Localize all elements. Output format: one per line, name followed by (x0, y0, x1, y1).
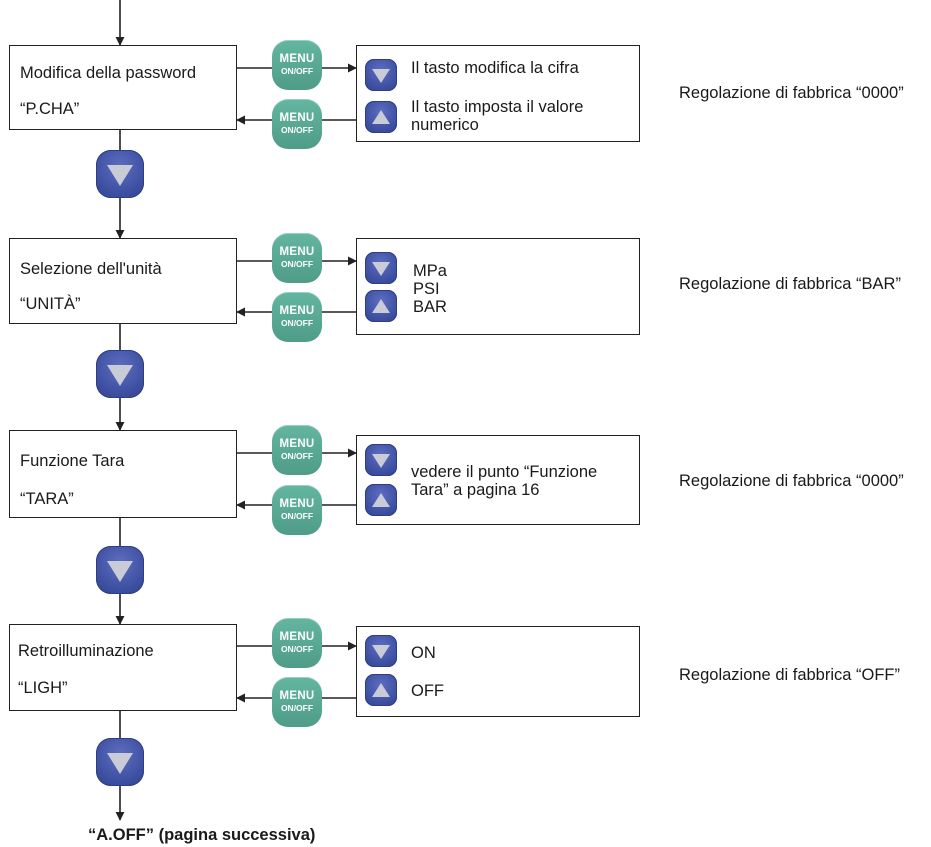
down-button[interactable] (96, 738, 144, 786)
menu-onoff-button[interactable]: MENU ON/OFF (272, 618, 322, 668)
step-title: Selezione dell'unità (20, 260, 162, 278)
menu-onoff-button[interactable]: MENU ON/OFF (272, 425, 322, 475)
onoff-label: ON/OFF (280, 703, 314, 713)
down-triangle-icon[interactable] (365, 252, 397, 284)
menu-label: MENU (279, 631, 315, 643)
option-text: Tara” a pagina 16 (411, 481, 540, 499)
menu-label: MENU (279, 53, 315, 65)
option-text: ON (411, 644, 436, 662)
onoff-label: ON/OFF (280, 451, 314, 461)
down-button[interactable] (96, 150, 144, 198)
option-text: vedere il punto “Funzione (411, 463, 598, 481)
down-triangle-icon[interactable] (365, 635, 397, 667)
step-box-tare: Funzione Tara “TARA” (9, 430, 237, 518)
factory-setting: Regolazione di fabbrica “OFF” (679, 666, 901, 684)
factory-setting: Regolazione di fabbrica “0000” (679, 84, 904, 102)
menu-label: MENU (279, 690, 315, 702)
step-box-unit: Selezione dell'unità “UNITÀ” (9, 238, 237, 324)
menu-onoff-button[interactable]: MENU ON/OFF (272, 292, 322, 342)
option-text: numerico (411, 116, 479, 134)
next-page-note: “A.OFF” (pagina successiva) (88, 826, 316, 844)
onoff-label: ON/OFF (280, 66, 314, 76)
menu-onoff-button[interactable]: MENU ON/OFF (272, 485, 322, 535)
onoff-label: ON/OFF (280, 259, 314, 269)
onoff-label: ON/OFF (280, 511, 314, 521)
up-triangle-icon[interactable] (365, 290, 397, 322)
up-triangle-icon[interactable] (365, 674, 397, 706)
menu-onoff-button[interactable]: MENU ON/OFF (272, 233, 322, 283)
down-triangle-icon (107, 753, 133, 774)
onoff-label: ON/OFF (280, 318, 314, 328)
down-triangle-icon[interactable] (365, 59, 397, 91)
down-button[interactable] (96, 350, 144, 398)
option-text: Il tasto modifica la cifra (411, 59, 579, 77)
onoff-label: ON/OFF (280, 125, 314, 135)
step-code: “LIGH” (18, 679, 68, 697)
onoff-label: ON/OFF (280, 644, 314, 654)
option-text: PSI (413, 280, 440, 298)
menu-label: MENU (279, 305, 315, 317)
step-title: Retroilluminazione (18, 642, 154, 660)
up-triangle-icon[interactable] (365, 484, 397, 516)
menu-label: MENU (279, 112, 315, 124)
step-title: Funzione Tara (20, 452, 125, 470)
step-code: “TARA” (20, 490, 74, 508)
menu-onoff-button[interactable]: MENU ON/OFF (272, 99, 322, 149)
option-text: BAR (413, 298, 447, 316)
option-text: OFF (411, 682, 444, 700)
step-box-password: Modifica della password “P.CHA” (9, 45, 237, 130)
down-triangle-icon (107, 365, 133, 386)
down-triangle-icon (107, 561, 133, 582)
step-code: “UNITÀ” (20, 295, 81, 313)
down-triangle-icon (107, 165, 133, 186)
up-triangle-icon[interactable] (365, 101, 397, 133)
menu-onoff-button[interactable]: MENU ON/OFF (272, 40, 322, 90)
menu-label: MENU (279, 438, 315, 450)
down-triangle-icon[interactable] (365, 444, 397, 476)
menu-onoff-button[interactable]: MENU ON/OFF (272, 677, 322, 727)
down-button[interactable] (96, 546, 144, 594)
factory-setting: Regolazione di fabbrica “0000” (679, 472, 904, 490)
options-box-password: Il tasto modifica la cifra Il tasto impo… (356, 45, 640, 142)
option-text: Il tasto imposta il valore (411, 98, 584, 116)
step-box-backlight: Retroilluminazione “LIGH” (9, 624, 237, 711)
step-title: Modifica della password (20, 64, 197, 82)
menu-label: MENU (279, 498, 315, 510)
menu-label: MENU (279, 246, 315, 258)
factory-setting: Regolazione di fabbrica “BAR” (679, 275, 901, 293)
options-box-backlight: ON OFF (356, 626, 640, 717)
options-box-unit: MPa PSI BAR (356, 238, 640, 335)
step-code: “P.CHA” (20, 100, 80, 118)
options-box-tare: vedere il punto “Funzione Tara” a pagina… (356, 435, 640, 525)
option-text: MPa (413, 262, 447, 280)
